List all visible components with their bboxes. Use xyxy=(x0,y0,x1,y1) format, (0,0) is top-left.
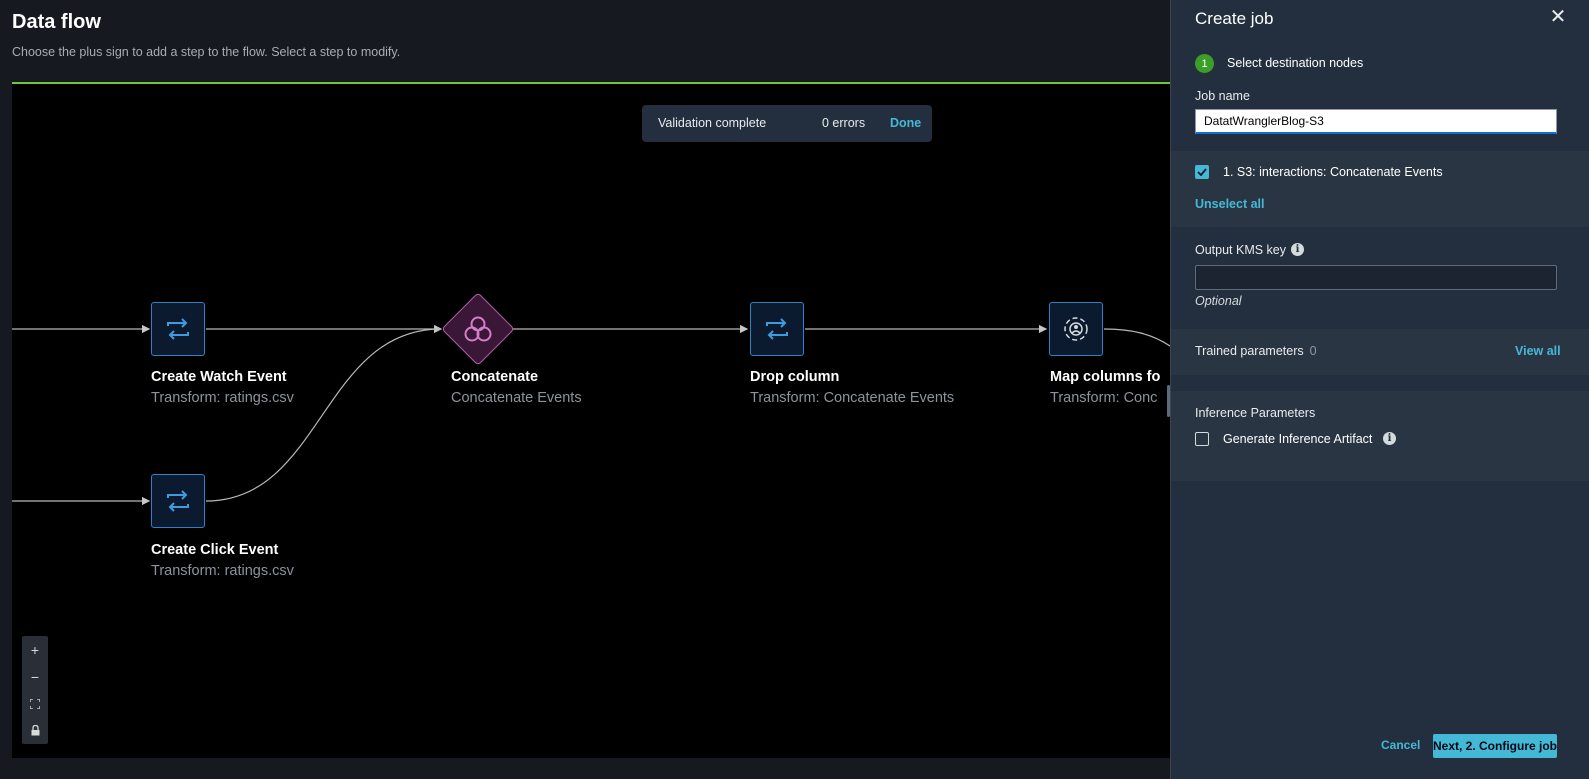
edge-map-out xyxy=(1103,328,1170,347)
node-label-drop-column: Drop column xyxy=(750,369,840,385)
node-label-map-columns: Map columns fo xyxy=(1050,369,1161,385)
info-icon[interactable]: i xyxy=(1291,243,1304,256)
fit-view-button[interactable] xyxy=(22,690,48,717)
validation-errors: 0 errors xyxy=(822,116,866,130)
inference-artifact-label: Generate Inference Artifact xyxy=(1223,432,1373,446)
trained-parameters-count: 0 xyxy=(1309,344,1317,358)
flow-edges xyxy=(12,324,1170,506)
view-all-link[interactable]: View all xyxy=(1515,344,1561,358)
job-name-label: Job name xyxy=(1195,89,1250,103)
lock-icon xyxy=(31,725,39,736)
inference-parameters-title: Inference Parameters xyxy=(1195,406,1316,420)
node-sub-create-watch: Transform: ratings.csv xyxy=(151,390,294,406)
panel-resize-handle[interactable] xyxy=(1167,385,1170,417)
node-label-create-watch: Create Watch Event xyxy=(151,369,287,385)
node-label-concatenate: Concatenate xyxy=(451,369,539,385)
destination-label: 1. S3: interactions: Concatenate Events xyxy=(1223,165,1443,179)
zoom-in-button[interactable]: + xyxy=(30,641,40,658)
node-sub-create-click: Transform: ratings.csv xyxy=(151,563,294,579)
trained-parameters-section: Trained parameters 0 View all xyxy=(1171,329,1589,375)
node-label-create-click: Create Click Event xyxy=(151,542,279,558)
lock-button[interactable] xyxy=(22,717,48,744)
destination-checkbox[interactable] xyxy=(1195,165,1209,179)
node-map-columns[interactable] xyxy=(1049,302,1103,356)
fit-view-icon xyxy=(30,698,40,709)
page-title: Data flow xyxy=(12,11,101,33)
validation-banner: Validation complete 0 errors Done xyxy=(642,105,932,142)
kms-key-label: Output KMS key xyxy=(1195,243,1287,257)
node-create-click-event[interactable] xyxy=(151,474,205,528)
flow-header: Data flow Choose the plus sign to add a … xyxy=(0,0,1170,83)
canvas-footer xyxy=(0,758,1170,779)
inference-artifact-checkbox[interactable] xyxy=(1195,432,1209,446)
close-icon[interactable]: ✕ xyxy=(1549,6,1567,28)
node-sub-concatenate: Concatenate Events xyxy=(451,390,582,406)
unselect-all-link[interactable]: Unselect all xyxy=(1195,197,1265,211)
panel-title: Create job xyxy=(1195,9,1274,28)
step-label: Select destination nodes xyxy=(1227,56,1364,70)
next-configure-job-button[interactable]: Next, 2. Configure job xyxy=(1433,734,1557,758)
destination-nodes-section: 1. S3: interactions: Concatenate Events … xyxy=(1171,151,1589,227)
trained-parameters-title: Trained parameters xyxy=(1195,344,1304,358)
concatenate-icon xyxy=(458,309,498,349)
kms-key-input[interactable] xyxy=(1195,265,1557,290)
flow-canvas[interactable]: Validation complete 0 errors Done Create… xyxy=(12,82,1170,758)
zoom-controls: + − xyxy=(22,636,48,744)
node-sub-map-columns: Transform: Conc xyxy=(1050,390,1158,406)
zoom-out-button[interactable]: − xyxy=(30,668,40,685)
create-job-panel: Create job ✕ 1 Select destination nodes … xyxy=(1167,0,1589,779)
validation-message: Validation complete xyxy=(658,116,767,130)
transform-icon xyxy=(766,318,788,340)
cancel-button[interactable]: Cancel xyxy=(1381,738,1421,752)
node-drop-column[interactable] xyxy=(750,302,804,356)
trained-parameters-label: Trained parameters 0 xyxy=(1195,344,1317,358)
node-create-watch-event[interactable] xyxy=(151,302,205,356)
edge-click-concat xyxy=(205,328,442,502)
validation-done-link[interactable]: Done xyxy=(890,116,922,130)
transform-icon xyxy=(167,318,189,340)
step-indicator: 1 xyxy=(1195,54,1214,73)
transform-icon xyxy=(167,490,189,512)
node-sub-drop-column: Transform: Concatenate Events xyxy=(750,390,955,406)
info-icon[interactable]: i xyxy=(1383,432,1396,445)
kms-optional-hint: Optional xyxy=(1195,294,1242,308)
map-columns-icon xyxy=(1064,317,1088,341)
inference-parameters-section: Inference Parameters Generate Inference … xyxy=(1171,391,1589,481)
job-name-input[interactable] xyxy=(1195,109,1557,134)
check-icon xyxy=(1197,168,1207,176)
page-subtitle: Choose the plus sign to add a step to th… xyxy=(12,45,401,59)
